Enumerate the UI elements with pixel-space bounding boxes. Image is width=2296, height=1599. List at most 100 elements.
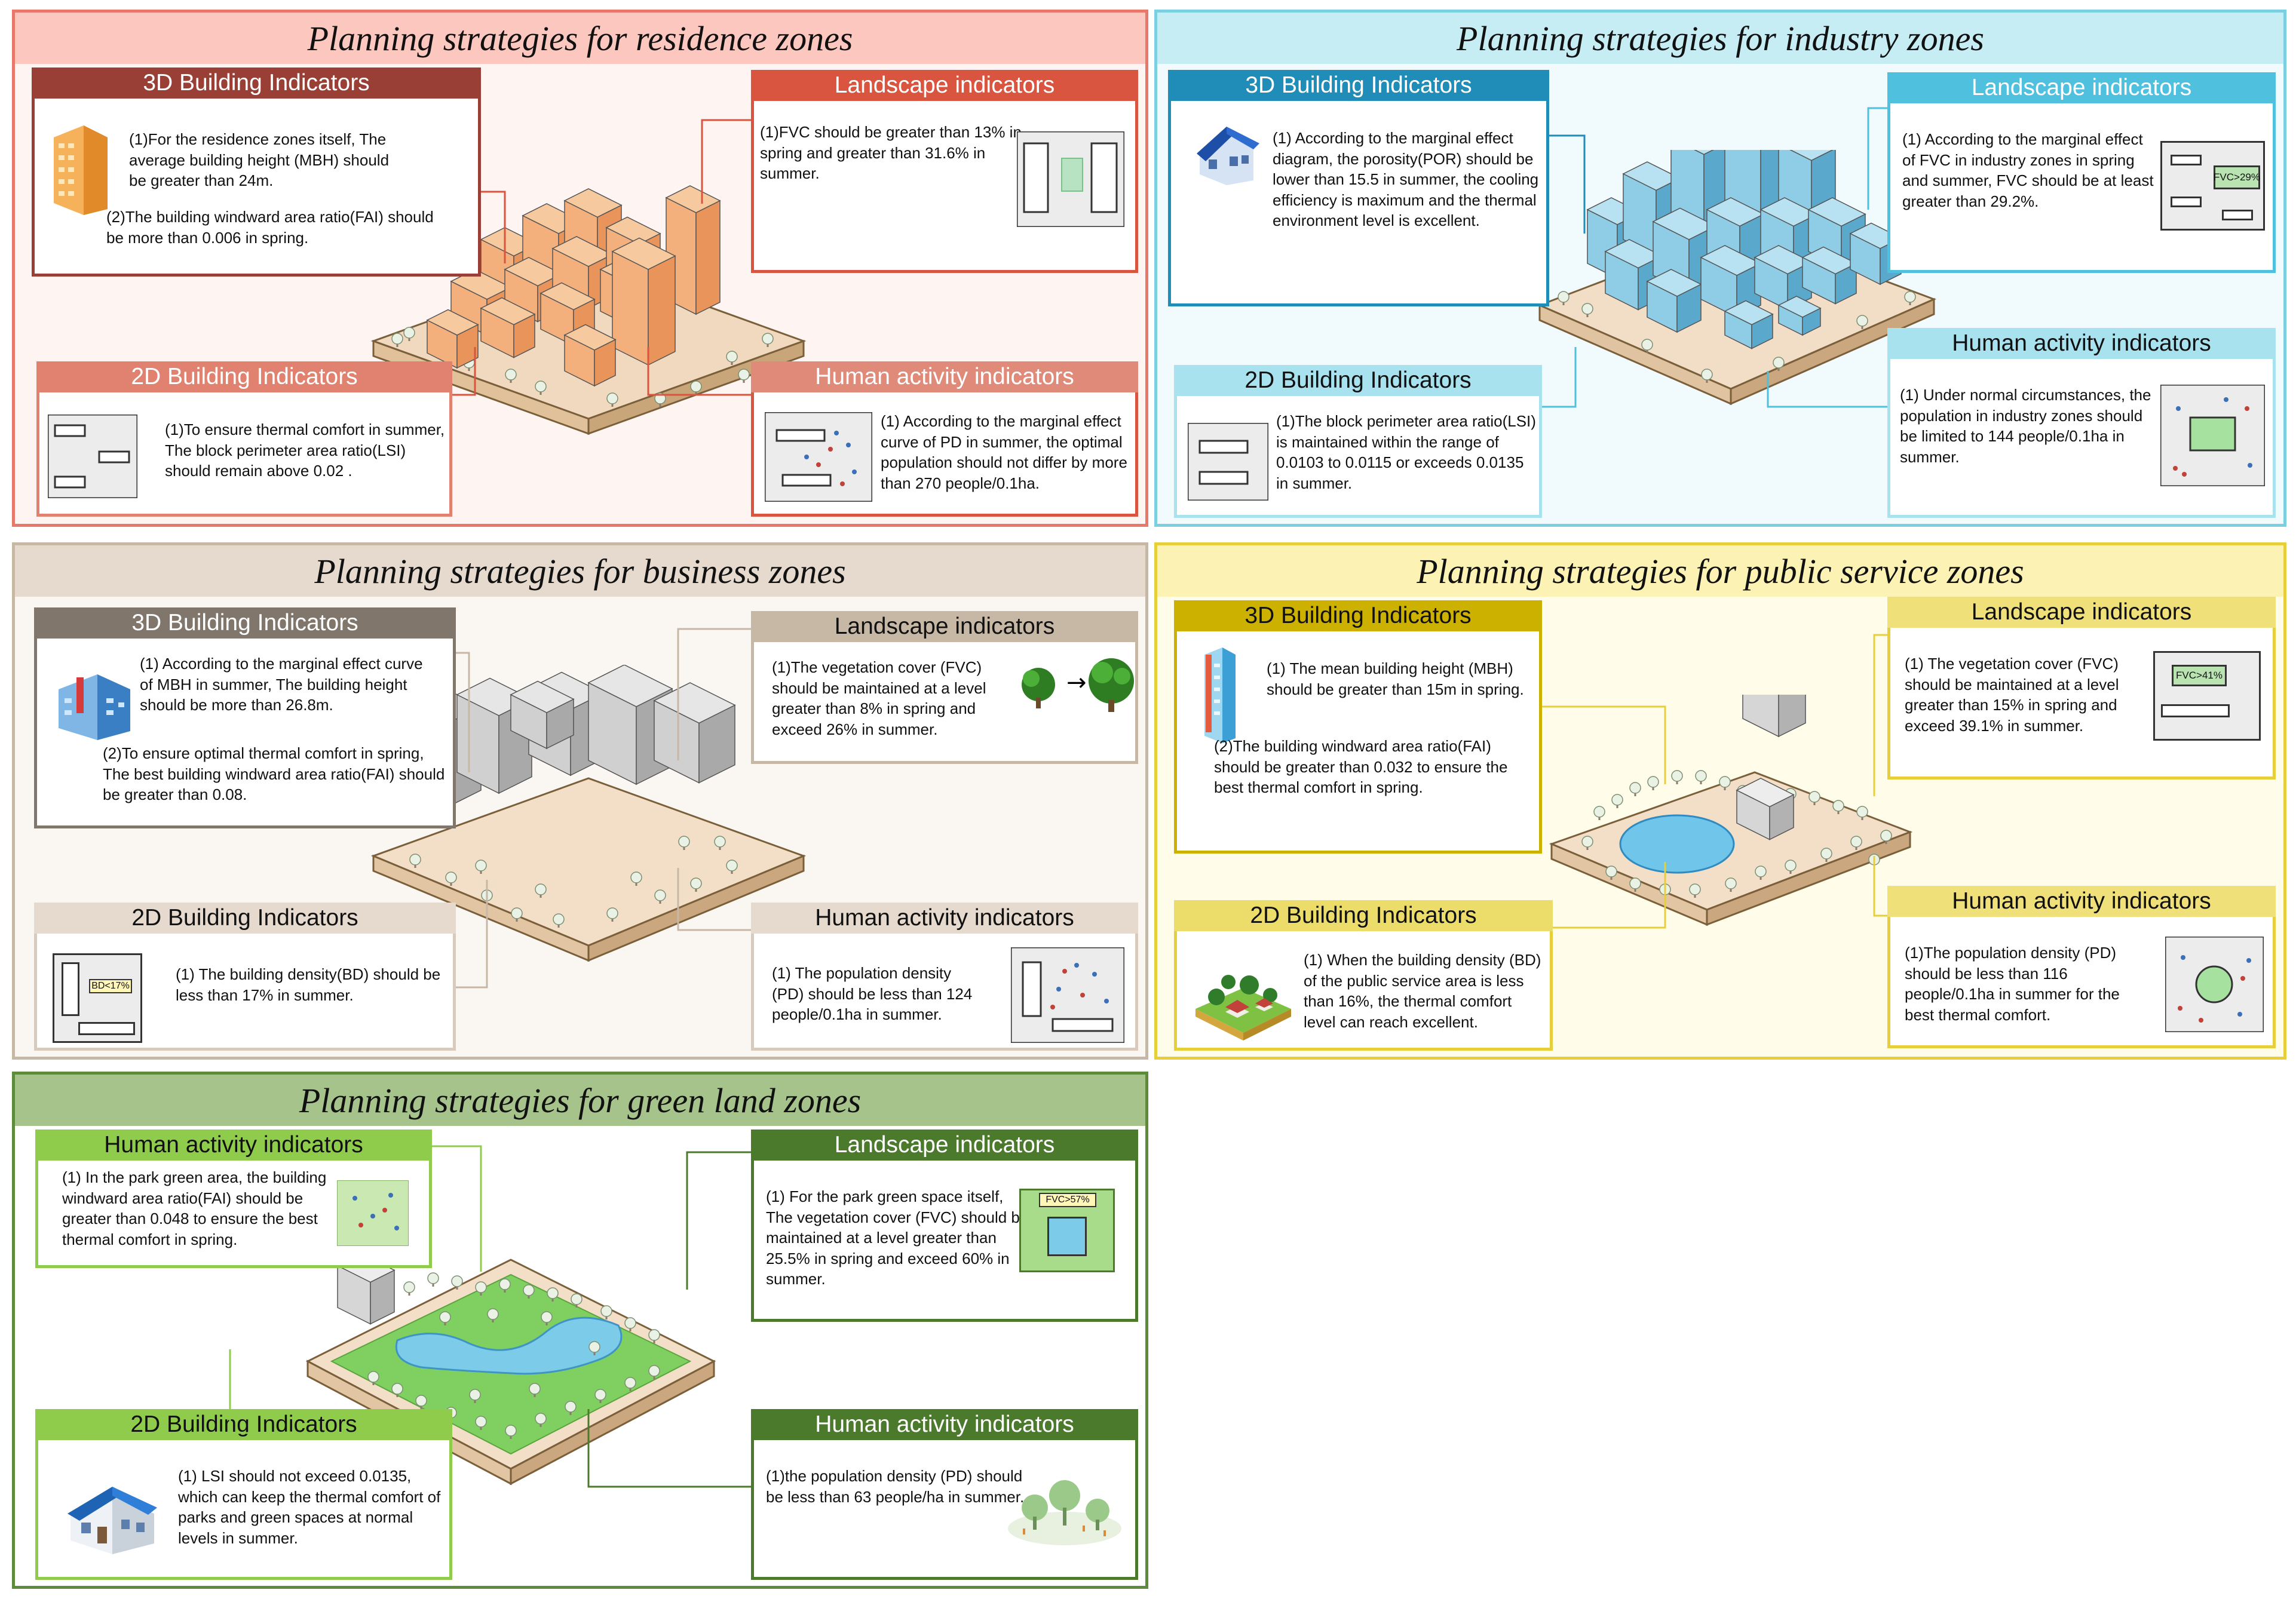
tree <box>648 1329 660 1343</box>
industry-2d-header: 2D Building Indicators <box>1174 365 1542 396</box>
tree <box>529 1383 541 1397</box>
public-2d-text: (1) When the building density (BD) of th… <box>1304 951 1541 1031</box>
green-panel-title: Planning strategies for green land zones <box>15 1075 1145 1126</box>
residence-panel-title: Planning strategies for residence zones <box>15 13 1145 64</box>
industry-zones-panel: Planning strategies for industry zones 3… <box>1154 10 2286 527</box>
residence-human-card: Human activity indicators (1) According … <box>751 361 1138 517</box>
green-landscape-header: Landscape indicators <box>751 1130 1138 1161</box>
tree <box>427 1272 439 1287</box>
village-houses-icon <box>1195 975 1291 1041</box>
tree <box>1808 791 1820 805</box>
tree <box>547 1287 559 1302</box>
business-landscape-text: (1)The vegetation cover (FVC) should be … <box>772 658 986 738</box>
office-building-icon <box>59 674 130 740</box>
building-block <box>480 297 536 358</box>
tree <box>523 1284 535 1299</box>
industry-human-card: Human activity indicators (1) Under norm… <box>1887 328 2276 518</box>
green-human2-card: Human activity indicators (1)the populat… <box>751 1409 1138 1580</box>
green-2d-header: 2D Building Indicators <box>35 1409 452 1440</box>
landscape-plan-icon <box>1017 131 1124 227</box>
tree <box>624 1317 636 1331</box>
tree <box>1647 776 1659 790</box>
tower-building-icon <box>1204 647 1236 743</box>
green-human1-card: Human activity indicators (1) In the par… <box>35 1130 432 1268</box>
fvc-plan-icon: FVC>57% <box>1019 1189 1115 1272</box>
tree <box>1880 830 1892 844</box>
business-2d-text: (1) The building density(BD) should be l… <box>176 965 441 1004</box>
residence-buildings <box>391 185 774 407</box>
business-panel-title: Planning strategies for business zones <box>15 545 1145 597</box>
block-plan-icon <box>1188 423 1268 501</box>
tree <box>1856 315 1868 329</box>
trees-growth-icon: → <box>1022 658 1134 712</box>
tree <box>475 1281 487 1296</box>
tree <box>714 836 726 850</box>
tree <box>762 333 774 347</box>
tree <box>553 913 565 928</box>
block-plan-icon <box>48 415 137 498</box>
tree <box>535 380 547 395</box>
public-2d-header: 2D Building Indicators <box>1174 900 1553 931</box>
public-human-card: Human activity indicators (1)The populat… <box>1887 886 2276 1048</box>
tree <box>391 333 403 347</box>
public-human-text: (1)The population density (PD) should be… <box>1905 944 2120 1024</box>
residence-2d-text: (1)To ensure thermal comfort in summer, … <box>165 421 445 480</box>
residence-landscape-header: Landscape indicators <box>751 70 1138 101</box>
tree <box>648 1365 660 1379</box>
fvc-badge: FVC>57% <box>1039 1193 1096 1207</box>
residence-3d-text-2: (2)The building windward area ratio(FAI)… <box>106 208 434 247</box>
green-human1-header: Human activity indicators <box>35 1130 432 1161</box>
building-block <box>611 237 676 366</box>
tree <box>1593 806 1605 820</box>
industry-buildings <box>1558 150 1916 383</box>
green-2d-card: 2D Building Indicators (1) LSI should no… <box>35 1409 452 1580</box>
business-2d-header: 2D Building Indicators <box>34 903 456 934</box>
public-2d-card: 2D Building Indicators (1) When the buil… <box>1174 900 1553 1051</box>
tree <box>505 369 517 383</box>
tree <box>1558 291 1570 305</box>
building-block <box>1724 300 1774 349</box>
business-3d-text-2: (2)To ensure optimal thermal comfort in … <box>103 744 445 804</box>
tree <box>1629 782 1641 796</box>
tree <box>1773 357 1785 371</box>
tree <box>1641 339 1653 353</box>
business-3d-card: 3D Building Indicators (1) According to … <box>34 607 456 828</box>
svg-text:→: → <box>1066 669 1087 696</box>
tree <box>606 907 618 922</box>
tree <box>409 854 421 868</box>
tree <box>1695 770 1707 784</box>
public-landscape-text: (1) The vegetation cover (FVC) should be… <box>1905 655 2119 735</box>
tree <box>535 883 547 898</box>
tree <box>678 836 690 850</box>
tree <box>499 1278 511 1293</box>
tree <box>738 369 750 383</box>
tree <box>588 1341 600 1355</box>
business-human-header: Human activity indicators <box>751 903 1138 934</box>
green-land-zones-panel: Planning strategies for green land zones… <box>12 1072 1148 1589</box>
tree <box>1820 848 1832 862</box>
tree <box>1725 877 1737 892</box>
population-plan-icon <box>337 1180 409 1246</box>
building-block <box>539 282 596 346</box>
industry-3d-text: (1) According to the marginal effect dia… <box>1273 129 1539 230</box>
green-human2-header: Human activity indicators <box>751 1409 1138 1440</box>
tree <box>600 1305 612 1319</box>
industry-3d-header: 3D Building Indicators <box>1168 70 1549 101</box>
tree <box>565 1401 577 1415</box>
tree <box>1850 836 1862 850</box>
tree <box>1701 369 1713 383</box>
business-landscape-card: Landscape indicators (1)The vegetation c… <box>751 611 1138 764</box>
tree <box>1785 860 1797 874</box>
tree <box>535 1413 547 1427</box>
tree <box>1868 854 1880 868</box>
tree <box>1581 836 1593 850</box>
public-3d-header: 3D Building Indicators <box>1174 600 1542 631</box>
population-plan-icon <box>1011 947 1124 1043</box>
public-buildings <box>1581 695 1892 898</box>
building-block <box>1736 778 1795 840</box>
fvc-badge: FVC>29% <box>2214 165 2260 189</box>
building-density-plan-icon: BD<17% <box>53 953 142 1043</box>
tree <box>487 1308 499 1322</box>
building-block <box>563 324 617 387</box>
tree <box>445 871 457 886</box>
